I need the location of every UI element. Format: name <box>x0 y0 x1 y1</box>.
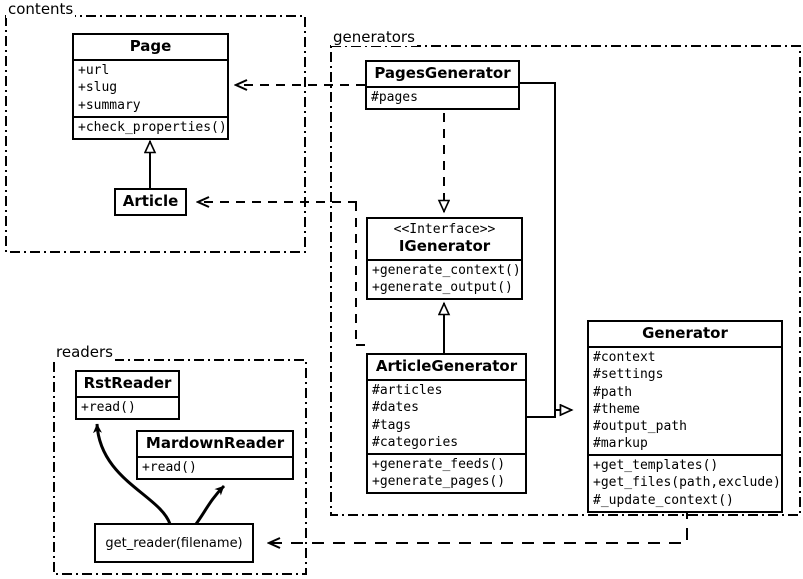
function-box-get-reader[interactable]: get_reader(filename) <box>94 523 254 563</box>
class-name-articlegenerator: ArticleGenerator <box>375 357 518 375</box>
attribute-item: #settings <box>593 367 664 383</box>
operation-item: +get_templates() <box>593 458 719 474</box>
operation-item: #_update_context() <box>593 492 734 508</box>
edge-articlegenerator-generalizes-generator <box>527 410 572 418</box>
operation-item: +get_files(path,exclude) <box>593 475 781 491</box>
class-name-rstreader: RstReader <box>83 374 172 392</box>
class-box-mardownreader[interactable]: MardownReader +read() <box>136 430 294 481</box>
operation-item: +generate_feeds() <box>372 456 506 472</box>
class-operations-rstreader: +read() <box>77 396 178 418</box>
attribute-item: #markup <box>593 436 648 452</box>
class-box-rstreader[interactable]: RstReader +read() <box>75 370 180 421</box>
operation-item: +check_properties() <box>78 119 227 135</box>
attribute-item: #path <box>593 384 633 400</box>
package-border-contents <box>5 15 306 253</box>
edge-getreader-calls-mardownreader <box>194 484 226 525</box>
attribute-item: #pages <box>371 90 418 106</box>
operation-item: +read() <box>81 400 136 416</box>
operation-item: +generate_output() <box>372 280 513 295</box>
attribute-item: #dates <box>372 400 419 416</box>
package-label-generators: generators <box>331 28 417 46</box>
attribute-item: #output_path <box>593 418 687 434</box>
class-operations-articlegenerator: +generate_feeds() +generate_pages() <box>368 452 525 492</box>
class-box-page[interactable]: Page +url +slug +summary +check_properti… <box>72 33 229 140</box>
class-attributes-page: +url +slug +summary <box>74 59 227 115</box>
edge-getreader-calls-rstreader <box>92 423 172 525</box>
class-box-articlegenerator[interactable]: ArticleGenerator #articles #dates #tags … <box>366 353 527 495</box>
class-name-generator: Generator <box>642 324 728 342</box>
attribute-item: #categories <box>372 434 459 450</box>
edge-generator-depends-getreader <box>269 507 688 543</box>
attribute-item: #theme <box>593 401 640 417</box>
class-operations-mardownreader: +read() <box>138 456 292 478</box>
package-label-readers: readers <box>54 343 115 361</box>
class-name-page: Page <box>129 37 172 55</box>
operation-item: +read() <box>142 460 197 476</box>
operation-item: +generate_context() <box>372 262 521 278</box>
package-border-readers <box>53 359 307 575</box>
class-operations-generator: +get_templates() +get_files(path,exclude… <box>589 454 781 510</box>
class-attributes-articlegenerator: #articles #dates #tags #categories <box>368 379 525 453</box>
package-border-generators <box>330 45 801 516</box>
class-name-mardownreader: MardownReader <box>145 434 285 452</box>
attribute-item: +url <box>78 63 110 79</box>
class-name-article: Article <box>122 192 179 210</box>
class-name-pagesgenerator: PagesGenerator <box>374 64 511 82</box>
class-box-igenerator[interactable]: <<Interface>> IGenerator +generate_conte… <box>366 217 523 301</box>
class-attributes-pagesgenerator: #pages <box>367 86 518 108</box>
class-operations-page: +check_properties() <box>74 115 227 138</box>
package-label-contents: contents <box>6 0 76 18</box>
attribute-item: #articles <box>372 383 443 399</box>
edge-articlegenerator-depends-article <box>198 202 365 346</box>
class-stereotype-igenerator: <<Interface>> <box>393 222 496 237</box>
attribute-item: +slug <box>78 80 118 96</box>
class-box-article[interactable]: Article <box>114 188 187 217</box>
class-box-generator[interactable]: Generator #context #settings #path #them… <box>587 320 783 513</box>
attribute-item: #tags <box>372 417 412 433</box>
class-operations-igenerator: +generate_context() +generate_output() <box>368 258 521 298</box>
class-name-text-igenerator: IGenerator <box>398 236 491 255</box>
operation-item: +generate_pages() <box>372 474 506 490</box>
class-attributes-generator: #context #settings #path #theme #output_… <box>589 346 781 454</box>
class-name-igenerator: <<Interface>> IGenerator <box>368 219 521 259</box>
attribute-item: +summary <box>78 97 141 113</box>
attribute-item: #context <box>593 350 656 366</box>
class-box-pagesgenerator[interactable]: PagesGenerator #pages <box>365 60 520 111</box>
